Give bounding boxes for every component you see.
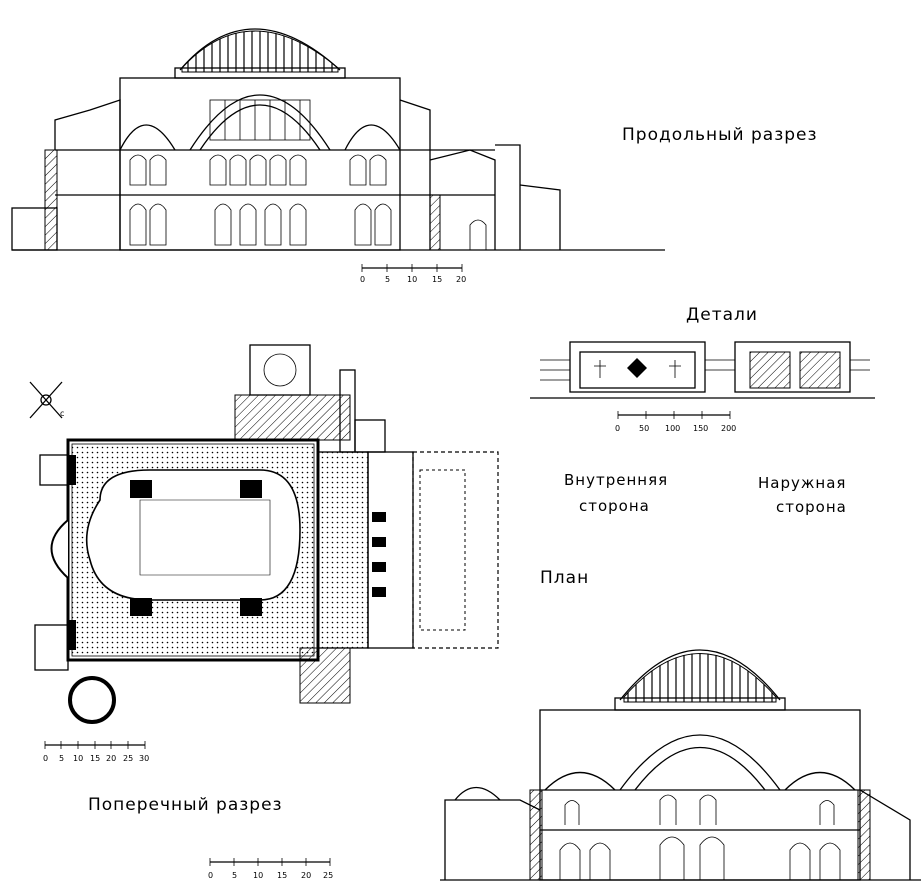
scale-tick: 20 bbox=[106, 754, 116, 763]
scale-tick: 10 bbox=[253, 871, 263, 880]
scale-tick: 25 bbox=[323, 871, 333, 880]
interior-side-label: сторона bbox=[579, 497, 650, 515]
cross-section-drawing bbox=[440, 649, 921, 881]
details-scale: 0 50 100 150 200 bbox=[615, 411, 736, 433]
plan-label: План bbox=[540, 568, 589, 588]
details-drawing bbox=[530, 341, 875, 399]
scale-tick: 200 bbox=[721, 424, 736, 433]
compass-letter: с bbox=[60, 409, 64, 418]
interior-side-label: Внутренняя bbox=[564, 471, 668, 489]
plan-drawing bbox=[34, 344, 499, 724]
scale-tick: 30 bbox=[139, 754, 149, 763]
scale-tick: 20 bbox=[456, 275, 466, 284]
scale-tick: 0 bbox=[360, 275, 365, 284]
exterior-side-label: Наружная bbox=[758, 474, 846, 492]
scale-tick: 5 bbox=[59, 754, 64, 763]
scale-tick: 5 bbox=[385, 275, 390, 284]
longitudinal-section-label: Продольный разрез bbox=[622, 125, 818, 145]
scale-tick: 0 bbox=[43, 754, 48, 763]
scale-tick: 20 bbox=[301, 871, 311, 880]
scale-tick: 15 bbox=[432, 275, 442, 284]
details-label: Детали bbox=[686, 305, 758, 325]
exterior-side-label: сторона bbox=[776, 498, 847, 516]
longitudinal-scale: 0 5 10 15 20 bbox=[360, 264, 466, 284]
cross-scale: 0 5 10 15 20 25 bbox=[208, 858, 333, 880]
scale-tick: 150 bbox=[693, 424, 708, 433]
scale-tick: 10 bbox=[407, 275, 417, 284]
scale-tick: 10 bbox=[73, 754, 83, 763]
longitudinal-section-drawing bbox=[11, 28, 665, 251]
scale-tick: 50 bbox=[639, 424, 649, 433]
cross-section-label: Поперечный разрез bbox=[88, 795, 283, 815]
scale-tick: 25 bbox=[123, 754, 133, 763]
scale-tick: 0 bbox=[208, 871, 213, 880]
scale-tick: 0 bbox=[615, 424, 620, 433]
scale-tick: 15 bbox=[90, 754, 100, 763]
compass-rose: с bbox=[29, 381, 64, 419]
scale-tick: 100 bbox=[665, 424, 680, 433]
scale-tick: 5 bbox=[232, 871, 237, 880]
plan-scale: 0 5 10 15 20 25 30 bbox=[43, 741, 149, 763]
scale-tick: 15 bbox=[277, 871, 287, 880]
